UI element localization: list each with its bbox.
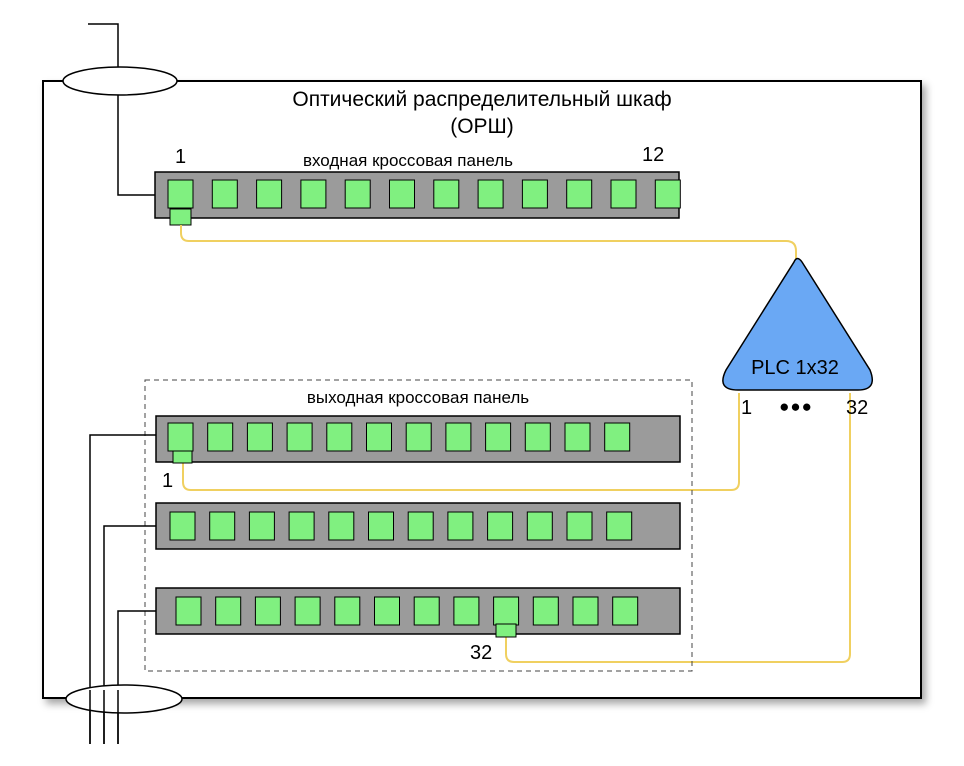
patch-cord-splitter-1-to-output (182, 393, 740, 491)
output-panel-3-port-1 (175, 596, 202, 626)
output-panel-3-port-5 (334, 596, 361, 626)
output-panel-1-port-5 (326, 422, 353, 452)
output-panel-3-port-7 (413, 596, 440, 626)
splitter-output-last-label: 32 (846, 397, 868, 419)
output-panel-2-port-6 (368, 511, 394, 541)
output-panel-2-port-4 (288, 511, 315, 541)
output-panel-2-port-1 (169, 511, 196, 541)
output-panel-1-port-2 (207, 422, 234, 452)
output-panel-2-port-5 (328, 511, 355, 541)
output-panel-2-port-9 (487, 511, 514, 541)
plc-splitter (722, 257, 873, 391)
output-port-32-connector (495, 623, 517, 638)
output-panel-1-port-3 (246, 422, 273, 452)
output-panel-2-port-7 (407, 511, 434, 541)
patch-cord-input-to-splitter (180, 225, 797, 260)
output-panel-1-ports (167, 422, 631, 452)
output-panel-3-port-10 (532, 596, 559, 626)
output-panel-3-port-3 (254, 596, 281, 626)
output-panel-1-port-8 (445, 422, 472, 452)
input-panel-port-10 (566, 179, 593, 209)
output-panel-1-port-6 (366, 422, 392, 452)
output-panel-2-port-8 (447, 511, 474, 541)
output-panel-3-port-8 (453, 596, 480, 626)
output-panel-3-port-11 (572, 596, 599, 626)
output-panel-2-port-2 (209, 511, 236, 541)
input-panel-port-9 (521, 179, 548, 209)
output-panel-label: выходная кроссовая панель (307, 388, 529, 407)
outgoing-cable-1 (89, 434, 156, 744)
input-panel-port-8 (477, 179, 504, 209)
output-panel-3-ports (175, 596, 639, 626)
input-panel-port-7 (433, 179, 460, 209)
output-panel-1-port-11 (564, 422, 591, 452)
input-panel-port-2 (211, 179, 238, 209)
input-port-last-label: 12 (642, 144, 664, 166)
input-panel-port-3 (256, 179, 283, 209)
output-panel-3-port-4 (294, 596, 321, 626)
input-panel-port-1 (167, 179, 194, 209)
incoming-cable (88, 23, 156, 196)
output-port-1-connector (172, 450, 193, 464)
cabinet-title-line1: Оптический распределительный шкаф (292, 88, 671, 111)
output-panel-2-port-10 (526, 511, 553, 541)
input-panel-ports (167, 179, 681, 209)
input-panel-port-11 (610, 179, 637, 209)
outgoing-cable-2 (103, 525, 156, 744)
splitter-output-ellipsis: ●●● (779, 397, 813, 416)
output-panel-2-ports (169, 511, 633, 541)
output-panel-3-port-6 (374, 596, 400, 626)
output-panel-1-port-4 (286, 422, 313, 452)
output-panel-1-port-7 (405, 422, 432, 452)
output-panel-1-port-10 (524, 422, 551, 452)
output-port-first-label: 1 (162, 470, 173, 492)
output-panel-1-port-12 (604, 422, 631, 452)
input-port-first-label: 1 (175, 146, 186, 168)
input-panel-port-6 (389, 179, 415, 209)
output-panel-2-port-3 (248, 511, 275, 541)
splitter-output-first-label: 1 (741, 397, 752, 419)
input-panel-port-4 (300, 179, 327, 209)
input-panel-port-12 (654, 179, 681, 209)
output-panel-1-port-1 (167, 422, 194, 452)
bottom-cable-gland (65, 684, 183, 714)
input-port-1-connector (169, 208, 192, 226)
plc-splitter-label: PLC 1x32 (751, 357, 839, 379)
top-cable-gland (62, 66, 178, 96)
input-panel-port-5 (344, 179, 371, 209)
output-panel-3-port-9 (493, 596, 520, 626)
output-panel-3-port-2 (215, 596, 242, 626)
output-panel-3-port-12 (612, 596, 639, 626)
output-panel-2-port-11 (566, 511, 593, 541)
output-port-32-label: 32 (470, 642, 492, 664)
input-panel-label: входная кроссовая панель (303, 151, 513, 170)
patch-cord-splitter-32-to-output (505, 393, 851, 663)
output-panel-2-port-12 (606, 511, 633, 541)
output-panel-1-port-9 (485, 422, 512, 452)
cabinet-title-line2: (ОРШ) (450, 115, 514, 138)
